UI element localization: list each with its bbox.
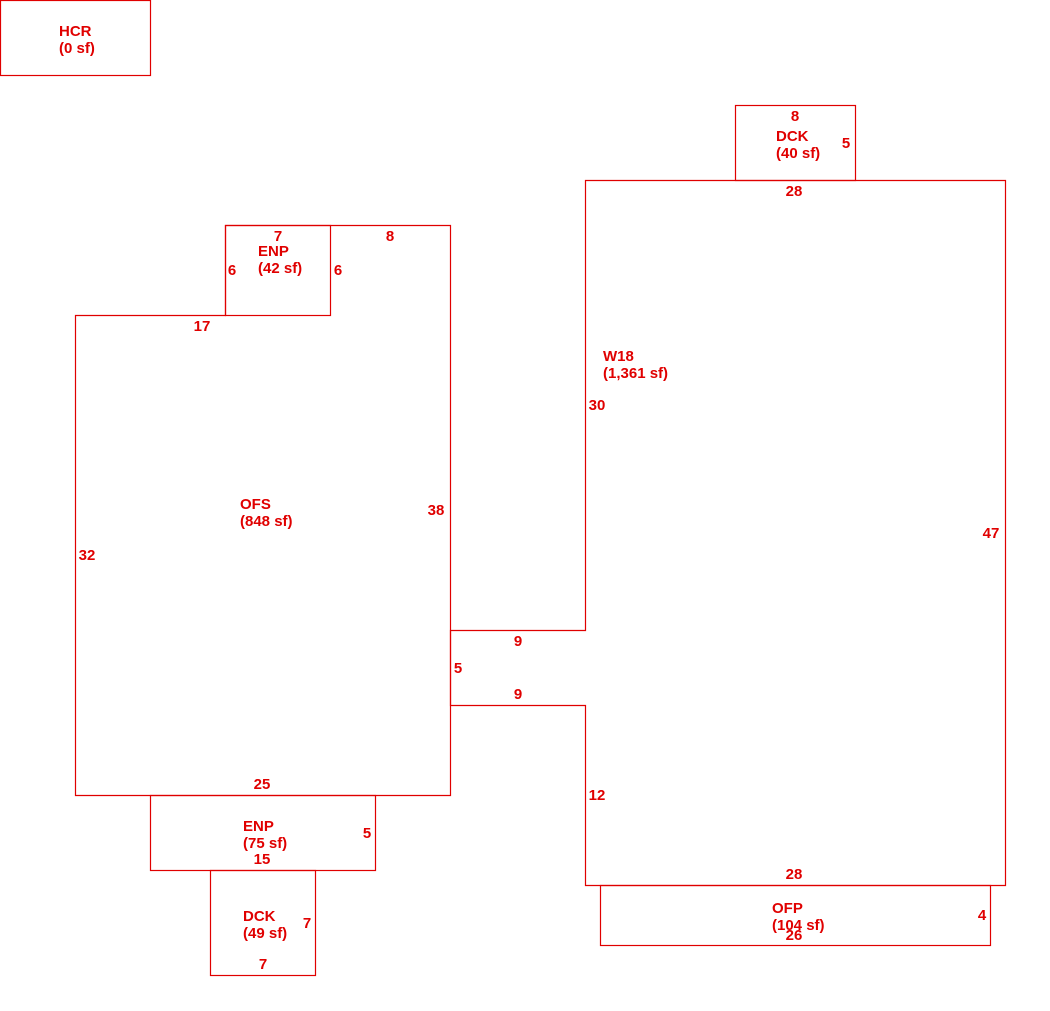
dim-ofp-bottom: 26 [786, 927, 803, 944]
w18-code: W18 [603, 348, 634, 365]
dim-w18-right: 47 [983, 525, 1000, 542]
dim-ofs-bottom: 25 [254, 776, 271, 793]
enp-bottom-area: (75 sf) [243, 835, 287, 852]
dim-dck-bottom-bottom: 7 [259, 956, 267, 973]
dim-dck-top-right: 5 [842, 135, 850, 152]
ofp-code: OFP [772, 900, 803, 917]
hcr-outline [0, 0, 152, 77]
dim-connector-top: 9 [514, 633, 522, 650]
dim-ofs-right: 38 [428, 502, 445, 519]
hcr-area: (0 sf) [59, 40, 95, 57]
dck-bottom-code: DCK [243, 908, 276, 925]
area-labels: HCR (0 sf) DCK (40 sf) ENP (42 sf) W18 (… [59, 23, 825, 942]
dim-enp-bottom-right: 5 [363, 825, 371, 842]
dim-connector-bottom: 9 [514, 686, 522, 703]
dim-ofs-top-right: 8 [386, 228, 394, 245]
dim-w18-top: 28 [786, 183, 803, 200]
dck-top-area: (40 sf) [776, 145, 820, 162]
dim-dck-bottom-right: 7 [303, 915, 311, 932]
dck-bottom-area: (49 sf) [243, 925, 287, 942]
dimension-labels: 8 5 28 7 6 6 8 17 30 38 32 47 9 5 9 12 2… [79, 108, 1000, 973]
w18-area: (1,361 sf) [603, 365, 668, 382]
dim-dck-top-top: 8 [791, 108, 799, 125]
enp-top-outline [224, 224, 332, 317]
ofs-area: (848 sf) [240, 513, 293, 530]
dck-top-code: DCK [776, 128, 809, 145]
ofs-code: OFS [240, 496, 271, 513]
w18-outline [449, 179, 1007, 887]
dim-w18-bottom: 28 [786, 866, 803, 883]
sketch-outlines [0, 0, 1007, 977]
dim-w18-left-lower: 12 [589, 787, 606, 804]
dim-w18-left-upper: 30 [589, 397, 606, 414]
dim-enp-top-top: 7 [274, 228, 282, 245]
ofp-area: (104 sf) [772, 917, 825, 934]
dck-bottom-outline [209, 869, 317, 977]
dim-ofs-left: 32 [79, 547, 96, 564]
enp-top-area: (42 sf) [258, 260, 302, 277]
dim-ofs-top-left: 17 [194, 318, 211, 335]
dim-ofp-right: 4 [978, 907, 987, 924]
dim-connector-side: 5 [454, 660, 462, 677]
dim-enp-bottom-bottom: 15 [254, 851, 271, 868]
dim-enp-top-right: 6 [334, 262, 342, 279]
enp-top-code: ENP [258, 243, 289, 260]
enp-bottom-code: ENP [243, 818, 274, 835]
dim-enp-top-left: 6 [228, 262, 236, 279]
hcr-code: HCR [59, 23, 92, 40]
ofp-outline [599, 884, 992, 947]
